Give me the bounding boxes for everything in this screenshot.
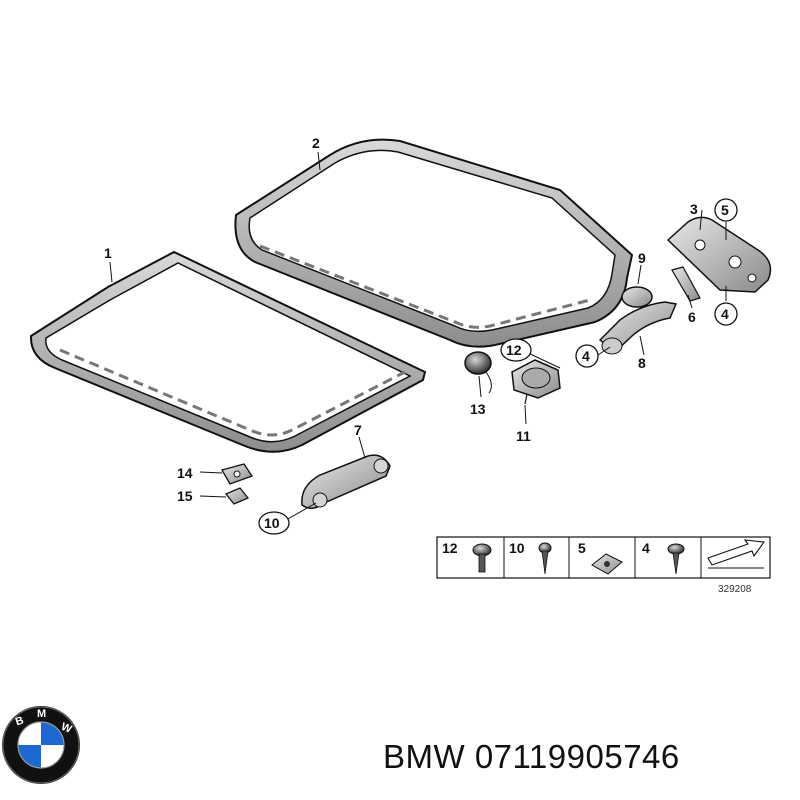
callout-5: 5: [721, 202, 729, 218]
callout-7: 7: [354, 422, 362, 438]
callout-5-circle: [714, 198, 738, 222]
callout-12: 12: [506, 342, 522, 358]
svg-text:B: B: [14, 714, 25, 728]
legend-number-5: 5: [578, 540, 586, 556]
arrow-symbol-icon: [707, 539, 765, 569]
screw-icon: [667, 543, 685, 575]
callout-12-circle: [500, 338, 532, 362]
callout-4b-circle: [575, 344, 599, 368]
clip-nut-icon: [591, 553, 623, 575]
svg-text:M: M: [37, 708, 46, 720]
part-6-clip: [671, 266, 701, 302]
callout-15: 15: [177, 488, 193, 504]
callout-10: 10: [264, 515, 280, 531]
callout-8: 8: [638, 355, 646, 371]
callout-1: 1: [104, 245, 112, 261]
screw-icon: [538, 542, 552, 575]
callout-2: 2: [312, 135, 320, 151]
hardware-legend: 12 10 5 4 329208: [436, 536, 771, 595]
callout-11: 11: [516, 428, 531, 444]
part-2-frame: [234, 138, 634, 348]
part-7-handle: [301, 454, 391, 509]
part-14-bracket: [221, 463, 253, 485]
part-callouts: 1 2 3 5 9 6 4 12 4 8 13 11 7 14 15 10: [104, 135, 738, 535]
figure-number: 329208: [718, 584, 752, 595]
callout-6: 6: [688, 309, 696, 325]
callout-4a: 4: [721, 306, 729, 322]
part-number-caption: BMW 07119905746: [383, 738, 680, 775]
part-15-bracket: [224, 487, 250, 505]
screw-icon: [472, 543, 492, 573]
callout-10-circle: [258, 511, 290, 535]
part-3-bracket: [666, 216, 772, 293]
callout-4a-circle: [714, 302, 738, 326]
part-11-module: [511, 359, 561, 405]
part-13-lens: [464, 351, 492, 394]
callout-9: 9: [638, 250, 646, 266]
part-9-cap: [621, 286, 653, 308]
legend-number-10: 10: [509, 540, 525, 556]
part-8-handle: [598, 301, 678, 355]
leader-lines: [109, 151, 727, 521]
callout-14: 14: [177, 465, 193, 481]
callout-13: 13: [470, 401, 486, 417]
part-1-frame: [29, 250, 427, 453]
bmw-roundel-logo: B M W: [2, 706, 80, 784]
callout-4b: 4: [582, 348, 590, 364]
svg-text:W: W: [59, 721, 74, 736]
legend-number-4: 4: [642, 540, 650, 556]
legend-number-12: 12: [442, 540, 458, 556]
callout-3: 3: [690, 201, 698, 217]
